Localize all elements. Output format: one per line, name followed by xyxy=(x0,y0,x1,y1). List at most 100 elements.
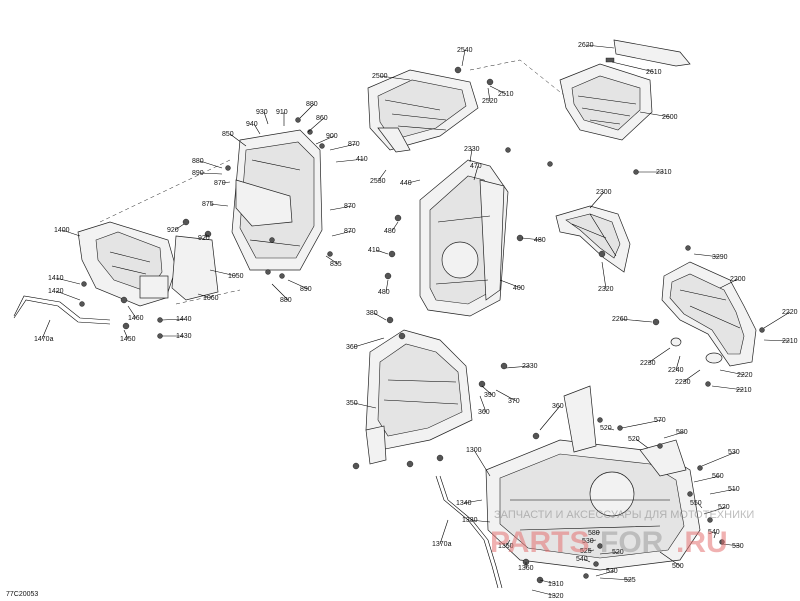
callout-label: 560 xyxy=(712,473,724,480)
leader-line xyxy=(721,543,741,547)
callout-label: 470 xyxy=(470,163,482,170)
callout-label: 930 xyxy=(256,109,268,116)
leader-line xyxy=(589,191,605,209)
callout-label: 370 xyxy=(508,398,520,405)
callout-c530d: 530 xyxy=(595,568,618,577)
leader-line xyxy=(385,279,389,293)
callout-label: 2210 xyxy=(736,387,752,394)
callout-c910: 910 xyxy=(276,109,288,126)
leader-line xyxy=(123,329,129,340)
leader-line xyxy=(439,519,449,545)
leader-line xyxy=(307,117,325,133)
leader-line xyxy=(595,570,615,577)
leader-line xyxy=(703,506,727,515)
callout-label: 1330 xyxy=(462,517,478,524)
leader-line xyxy=(469,519,491,523)
callout-label: 1310 xyxy=(548,581,564,588)
callout-c875: 875 xyxy=(202,201,229,208)
leader-line xyxy=(675,355,681,371)
callout-c1300: 1300 xyxy=(466,447,491,477)
leader-line xyxy=(693,475,721,483)
leader-line xyxy=(479,395,487,413)
leader-line xyxy=(197,293,212,299)
leader-line xyxy=(585,44,615,49)
callout-label: 540 xyxy=(576,556,588,563)
callout-c1360: 1360 xyxy=(518,562,534,572)
callout-label: 2330 xyxy=(464,146,480,153)
leader-line xyxy=(531,589,557,597)
callout-label: 2610 xyxy=(646,69,662,76)
callout-label: 1460 xyxy=(128,315,144,322)
callout-c540a: 540 xyxy=(708,529,720,539)
leader-line xyxy=(61,229,81,237)
callout-c525b: 525 xyxy=(599,577,636,584)
callout-label: 440 xyxy=(400,180,412,187)
callout-c2510: 2510 xyxy=(489,85,514,98)
callout-c410b: 410 xyxy=(368,247,389,255)
callout-c2610: 2610 xyxy=(611,61,662,76)
callout-label: 520 xyxy=(600,425,612,432)
callout-label: 2300 xyxy=(596,189,612,196)
leader-line xyxy=(199,172,223,175)
panel-part-400 xyxy=(419,159,509,317)
leader-line xyxy=(263,111,269,125)
callout-label: 870 xyxy=(348,141,360,148)
leader-line xyxy=(299,103,315,119)
hose-part-1370a xyxy=(435,475,499,589)
leader-line xyxy=(41,319,51,340)
callout-label: 2510 xyxy=(498,91,514,98)
callout-label: 1320 xyxy=(548,593,564,600)
hose-part-1470a xyxy=(13,295,111,321)
callout-c880c: 880 xyxy=(271,283,292,304)
callout-label: 890 xyxy=(300,286,312,293)
callout-label: 2620 xyxy=(578,42,594,49)
callout-label: 1340 xyxy=(456,500,472,507)
leader-line xyxy=(174,223,185,231)
callout-c860: 860 xyxy=(307,115,328,133)
leader-line xyxy=(229,133,247,147)
callout-label: 2310 xyxy=(656,169,672,176)
callout-c920a: 920 xyxy=(167,223,185,234)
callout-c360b: 360 xyxy=(478,395,490,416)
callout-c2210a: 2210 xyxy=(763,338,798,345)
leader-line xyxy=(489,85,507,95)
callout-label: 2530 xyxy=(370,178,386,185)
callout-label: 835 xyxy=(330,261,342,268)
callout-label: 1430 xyxy=(176,333,192,340)
callout-label: 525 xyxy=(624,577,636,584)
leader-line xyxy=(697,502,703,509)
hardware-fasteners xyxy=(79,66,765,584)
leader-line xyxy=(521,237,543,241)
leader-line xyxy=(719,278,739,289)
leader-line xyxy=(659,551,681,567)
leader-line xyxy=(599,577,633,581)
airbox-part-1400 xyxy=(77,221,219,307)
callout-c390: 390 xyxy=(481,385,496,399)
leader-line xyxy=(325,255,339,265)
callout-c850: 850 xyxy=(222,131,247,147)
leader-line xyxy=(539,579,557,585)
callout-label: 920 xyxy=(167,227,179,234)
callout-label: 580 xyxy=(676,429,688,436)
callout-label: 1450 xyxy=(120,336,136,343)
callout-c440: 440 xyxy=(400,179,421,187)
callout-c550: 550 xyxy=(690,500,703,509)
callout-c580b: 580 xyxy=(588,530,601,537)
leader-line xyxy=(539,405,561,431)
callout-label: 870 xyxy=(344,203,356,210)
watermark-brand-a: PARTS xyxy=(490,526,589,559)
callout-c410a: 410 xyxy=(335,156,368,163)
housing-part-2600 xyxy=(559,39,691,141)
callout-c870a: 870 xyxy=(329,141,360,151)
leader-line xyxy=(589,539,597,542)
callout-label: 570 xyxy=(654,417,666,424)
callout-c940: 940 xyxy=(246,121,261,135)
callout-c520c: 520 xyxy=(703,504,730,515)
callout-label: 2330 xyxy=(522,363,538,370)
callout-label: 500 xyxy=(672,563,684,570)
parts-artwork xyxy=(13,39,765,589)
callout-c380: 380 xyxy=(366,310,387,321)
callout-label: 900 xyxy=(326,133,338,140)
callout-c2200: 2200 xyxy=(719,276,746,289)
callout-label: 2230 xyxy=(640,360,656,367)
